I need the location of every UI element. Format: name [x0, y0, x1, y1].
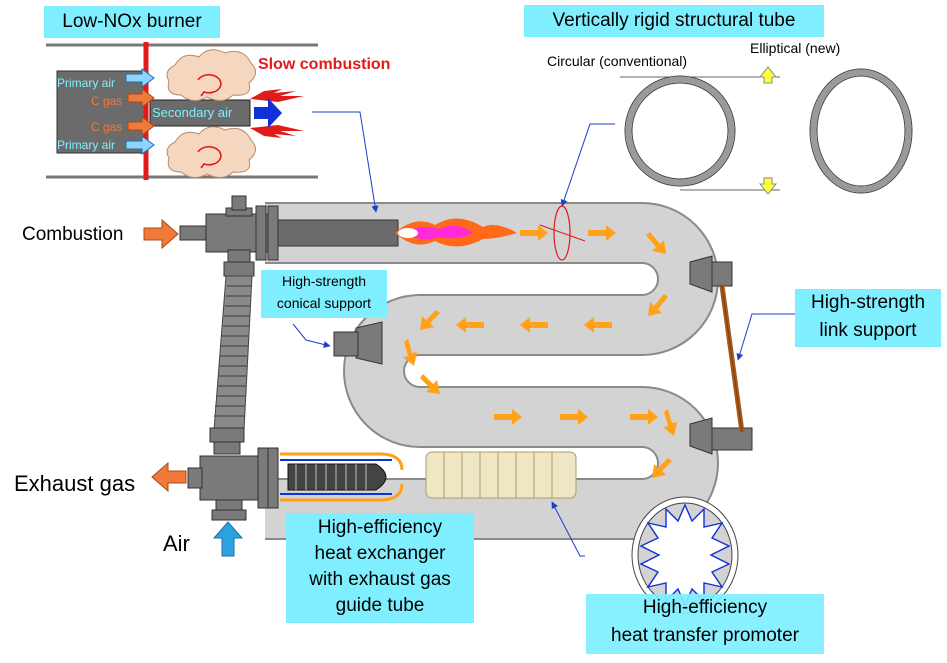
- flow-arrow-icon: [630, 409, 658, 425]
- burner-inset: [46, 42, 318, 180]
- burner-body: [56, 70, 146, 154]
- heat-transfer-promoter: [425, 451, 577, 499]
- flow-arrow-icon: [403, 339, 417, 366]
- heat-transfer-line-1: High-efficiency: [642, 597, 768, 618]
- heat-exchanger-line-2: heat exchanger: [314, 543, 446, 564]
- exhaust-gas-label: Exhaust gas: [14, 471, 136, 496]
- combustion-inlet-arrow-icon: [143, 218, 179, 250]
- heat-exchanger-line-3: with exhaust gas: [309, 569, 451, 590]
- conical-support-line-2: conical support: [276, 295, 372, 311]
- rigid-tube-title-callout: Vertically rigid structural tube: [524, 5, 824, 37]
- flow-arrow-icon: [456, 317, 484, 333]
- heat-exchanger-line-1: High-efficiency: [317, 517, 443, 538]
- air-label: Air: [163, 531, 190, 556]
- heat-exchanger-callout: High-efficiency heat exchanger with exha…: [286, 513, 474, 623]
- heat-exchanger-line-4: guide tube: [335, 595, 425, 616]
- flow-arrow-icon: [420, 374, 440, 394]
- slow-combustion-label: Slow combustion: [258, 56, 391, 73]
- heat-exchanger: [280, 452, 404, 502]
- secondary-air-label: Secondary air: [152, 105, 233, 120]
- flow-arrow-icon: [646, 232, 666, 254]
- flow-arrow-icon: [420, 310, 440, 330]
- flow-arrow-icon: [494, 409, 522, 425]
- conical-support-left: [333, 321, 383, 365]
- air-inlet-arrow-icon: [212, 521, 244, 557]
- combustion-label: Combustion: [22, 224, 124, 245]
- elliptical-label: Elliptical (new): [750, 40, 841, 56]
- conical-support-line-1: High-strength: [281, 273, 367, 289]
- c-gas-top-label: C gas: [91, 94, 123, 108]
- primary-air-top-label: Primary air: [57, 76, 116, 90]
- bellows-pipe: [213, 275, 253, 431]
- flow-arrow-icon: [648, 294, 668, 316]
- flame-cloud-bottom: [166, 126, 256, 178]
- primary-air-bottom-label: Primary air: [57, 138, 116, 152]
- c-gas-top-arrow-icon: [127, 88, 155, 108]
- link-support-line-1: High-strength: [810, 292, 926, 313]
- conical-support-bottom: [689, 417, 753, 455]
- outlet-fitting: [187, 427, 279, 521]
- circular-label: Circular (conventional): [547, 53, 688, 69]
- down-yellow-arrow-icon: [758, 177, 778, 195]
- swirl-bottom-icon: [197, 145, 222, 169]
- heat-transfer-callout: High-efficiency heat transfer promoter: [586, 594, 824, 654]
- leader-lines: [292, 111, 795, 557]
- primary-air-bottom-arrow-icon: [125, 135, 155, 155]
- conical-support-top: [689, 255, 733, 293]
- flow-arrow-icon: [520, 317, 548, 333]
- link-support-callout: High-strength link support: [795, 289, 941, 347]
- c-gas-bottom-label: C gas: [91, 120, 123, 134]
- conical-support-callout: High-strength conical support: [261, 270, 387, 318]
- flow-arrow-icon: [560, 409, 588, 425]
- flow-arrows: [403, 225, 677, 478]
- inlet-fitting: [179, 195, 279, 277]
- primary-air-top-arrow-icon: [125, 68, 155, 88]
- radiant-tube: [265, 202, 719, 540]
- main-burner: [267, 218, 517, 247]
- exhaust-outlet-arrow-icon: [151, 461, 187, 493]
- flow-arrow-icon: [663, 409, 677, 436]
- secondary-air-arrow-icon: [254, 98, 282, 128]
- flow-arrow-icon: [520, 225, 548, 241]
- red-flame-bottom-icon: [250, 125, 304, 138]
- c-gas-bottom-arrow-icon: [127, 116, 155, 136]
- tube-cross-sections: [620, 66, 913, 195]
- up-yellow-arrow-icon: [758, 66, 778, 84]
- link-support-line-2: link support: [819, 320, 917, 341]
- burner-title-callout: Low-NOx burner: [44, 6, 220, 38]
- heat-transfer-line-2: heat transfer promoter: [611, 625, 799, 646]
- flow-arrow-icon: [652, 458, 672, 478]
- red-flame-top-icon: [250, 89, 304, 102]
- promoter-cross-section: [631, 496, 739, 614]
- flow-arrow-icon: [588, 225, 616, 241]
- swirl-top-icon: [197, 73, 222, 97]
- flow-arrow-icon: [584, 317, 612, 333]
